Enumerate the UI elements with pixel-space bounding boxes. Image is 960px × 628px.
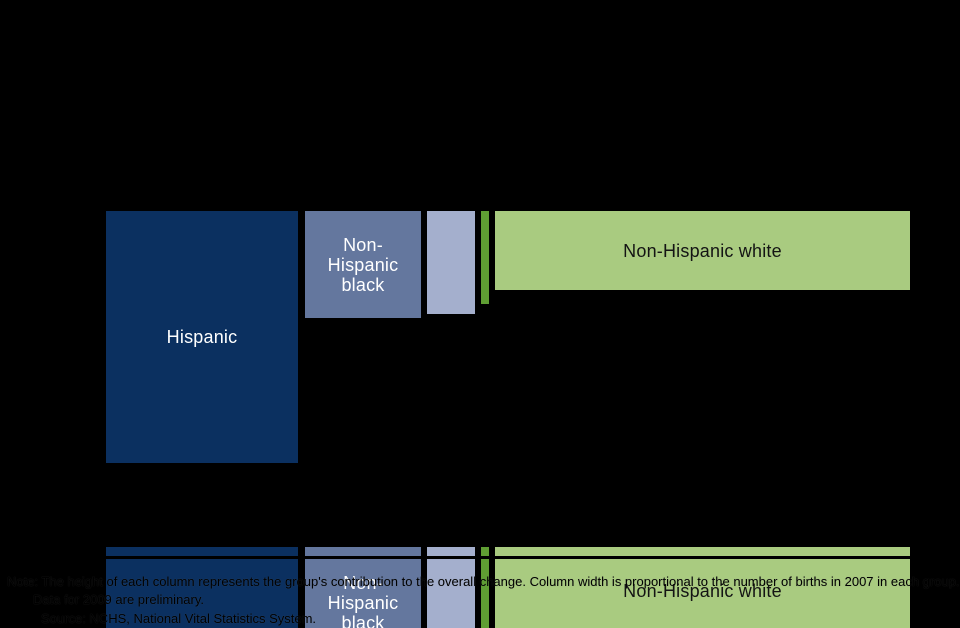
bar-label-non-hispanic-black: Non- Hispanic black (327, 234, 399, 295)
bar-non-hispanic-black-bottom-clipped: Non- Hispanic black (305, 547, 421, 628)
bar-non-hispanic-white-bottom-clipped: Non-Hispanic white (495, 547, 910, 628)
bar-green-sliver-group-top (481, 211, 489, 304)
bar-non-hispanic-white-top: Non-Hispanic white (495, 211, 910, 290)
bar-hispanic-bottom-clipped (106, 547, 298, 628)
bar-light-blue-group-bottom-clipped (427, 547, 475, 628)
bar-label-non-hispanic-white: Non-Hispanic white (623, 581, 782, 601)
bar-green-sliver-group-bottom-clipped (481, 547, 489, 628)
bar-non-hispanic-black-top: Non- Hispanic black (305, 211, 421, 318)
bar-label-hispanic: Hispanic (166, 327, 238, 347)
bar-label-non-hispanic-black: Non- Hispanic black (327, 573, 399, 628)
chart-note-line-1: Note: The height of each column represen… (7, 574, 960, 589)
bar-label-non-hispanic-white: Non-Hispanic white (623, 240, 782, 261)
chart-note-line-2: Data for 2009 are preliminary. (33, 592, 205, 607)
bar-hispanic-top: Hispanic (106, 211, 298, 463)
chart-source-line: Source: NCHS, National Vital Statistics … (41, 611, 317, 626)
bar-light-blue-group-top (427, 211, 475, 314)
axis-zero-rule-bottom-clipped (0, 556, 960, 559)
